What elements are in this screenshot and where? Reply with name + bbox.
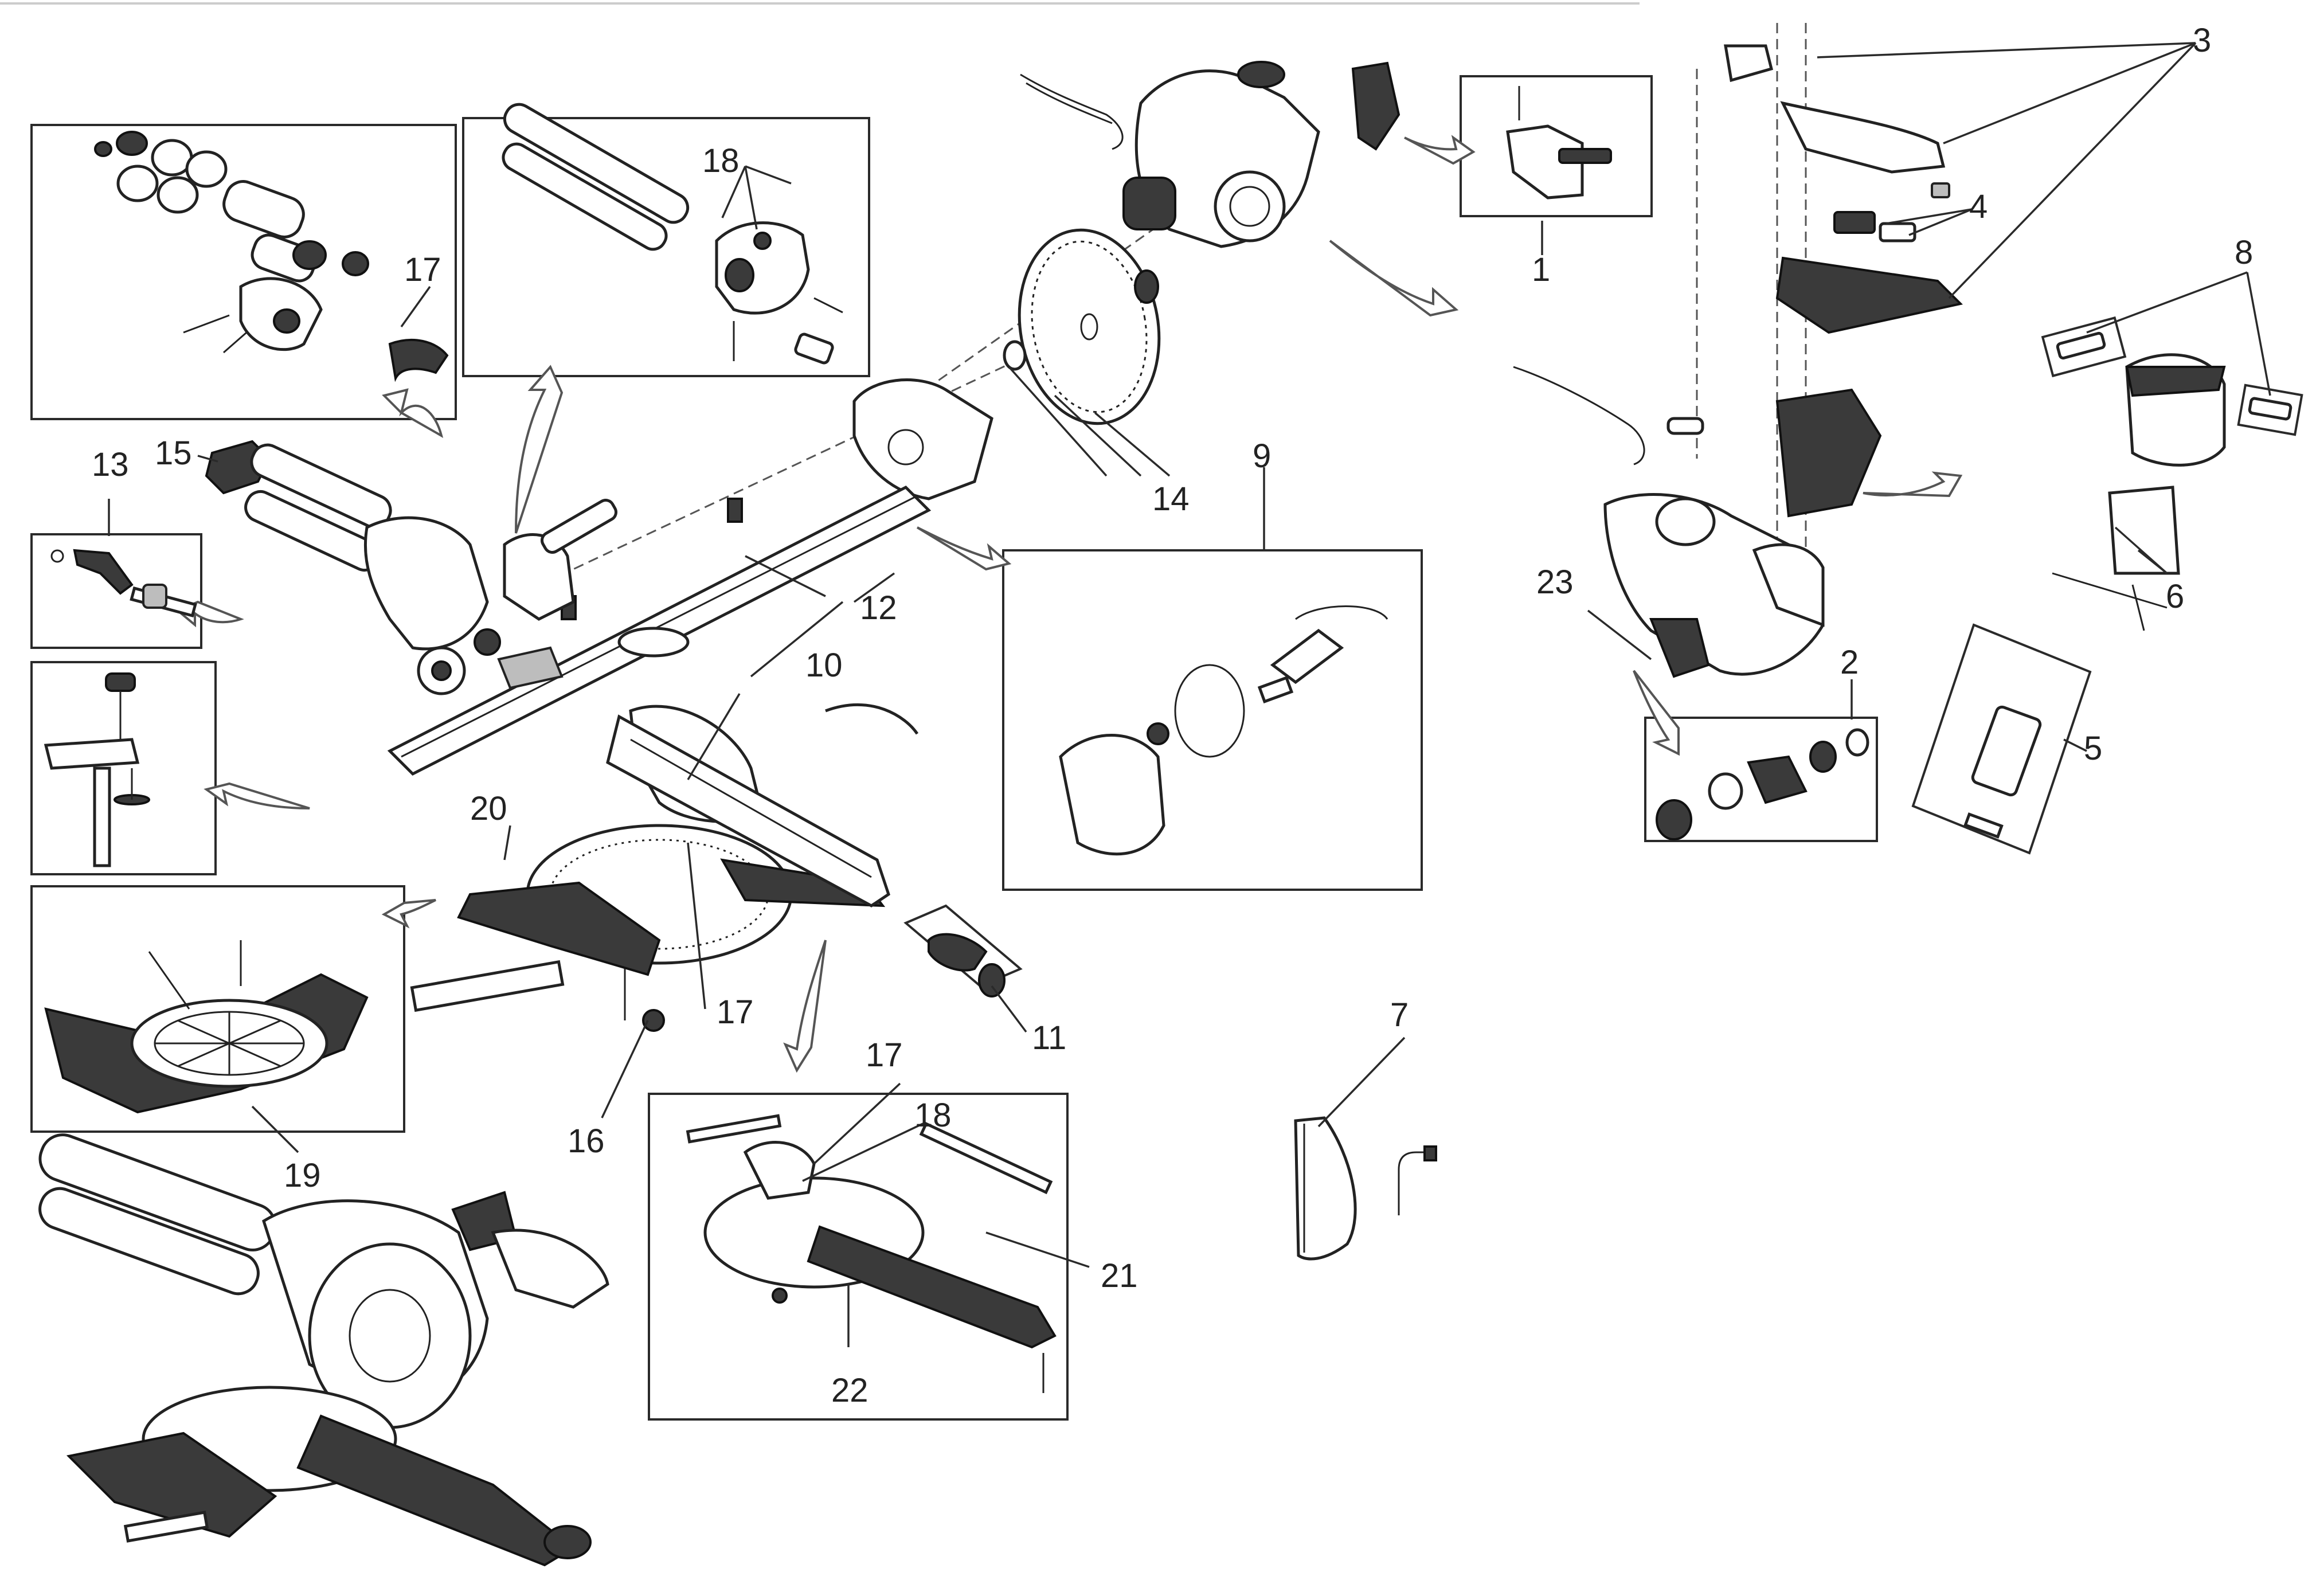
callout-5: 5 — [2084, 730, 2102, 767]
callout-18b: 18 — [914, 1097, 952, 1134]
callout-12: 12 — [860, 589, 897, 627]
rail-bushings-parts — [94, 131, 449, 382]
leader-lines — [108, 42, 2271, 1347]
callout-6: 6 — [2166, 578, 2184, 615]
callout-11: 11 — [1032, 1019, 1066, 1057]
callout-labels: 1 2 3 4 5 6 7 8 9 10 11 12 13 14 15 16 1… — [92, 22, 2253, 1409]
callout-16: 16 — [568, 1122, 605, 1160]
fence-rail — [387, 485, 932, 776]
callout-17a: 17 — [404, 251, 441, 288]
callout-18a: 18 — [702, 142, 740, 179]
knob-parts — [50, 549, 197, 617]
detail-box-rail-bracket — [462, 117, 870, 377]
saw-blade — [1003, 228, 1161, 425]
callout-1: 1 — [1532, 251, 1550, 288]
detail-box-clamp — [30, 661, 217, 875]
callout-7: 7 — [1390, 996, 1409, 1034]
callout-3: 3 — [2193, 22, 2211, 59]
detail-box-knob — [30, 533, 202, 649]
callout-9: 9 — [1253, 437, 1271, 475]
bearing-parts — [1656, 728, 1869, 840]
callout-22: 22 — [831, 1372, 868, 1409]
switch-parts — [1506, 86, 1612, 200]
right-motor-housing — [1513, 366, 1882, 678]
turntable-base — [410, 703, 919, 1032]
callout-15: 15 — [155, 435, 192, 472]
table-detail-parts — [686, 1114, 1057, 1393]
callout-21: 21 — [1101, 1257, 1138, 1294]
callout-17c: 17 — [866, 1036, 903, 1074]
callout-4: 4 — [1969, 188, 1988, 225]
detail-box-base — [30, 885, 405, 1133]
callout-2: 2 — [1840, 644, 1859, 681]
callout-19: 19 — [284, 1157, 321, 1194]
callout-20: 20 — [470, 790, 507, 827]
clamp-parts — [44, 672, 150, 867]
arm-rails-assembly — [205, 440, 617, 695]
assembled-miter-saw — [38, 1133, 609, 1567]
callout-8: 8 — [2235, 234, 2253, 271]
detail-box-guard — [1002, 549, 1423, 891]
upper-guard — [852, 378, 993, 500]
callout-17b: 17 — [717, 993, 754, 1031]
flow-arrows — [175, 135, 1963, 1073]
callout-23: 23 — [1536, 564, 1574, 601]
callout-10: 10 — [805, 647, 843, 684]
callout-13: 13 — [92, 446, 129, 483]
handle-knob — [903, 904, 1023, 998]
detail-box-table — [648, 1093, 1069, 1421]
callout-14: 14 — [1152, 480, 1190, 518]
detail-box-rail-bushings — [30, 124, 457, 420]
right-handle-assembly — [1724, 44, 1963, 334]
base-parts — [44, 940, 369, 1114]
brush-housing-parts — [1963, 316, 2303, 839]
detail-box-laser — [1911, 623, 2092, 855]
hex-key-and-bag — [1294, 1116, 1437, 1261]
saw-head-assembly — [1020, 61, 1400, 248]
guard-detail-parts — [1059, 605, 1388, 856]
detail-box-bearing — [1644, 717, 1878, 842]
rail-bracket-parts — [502, 103, 843, 365]
